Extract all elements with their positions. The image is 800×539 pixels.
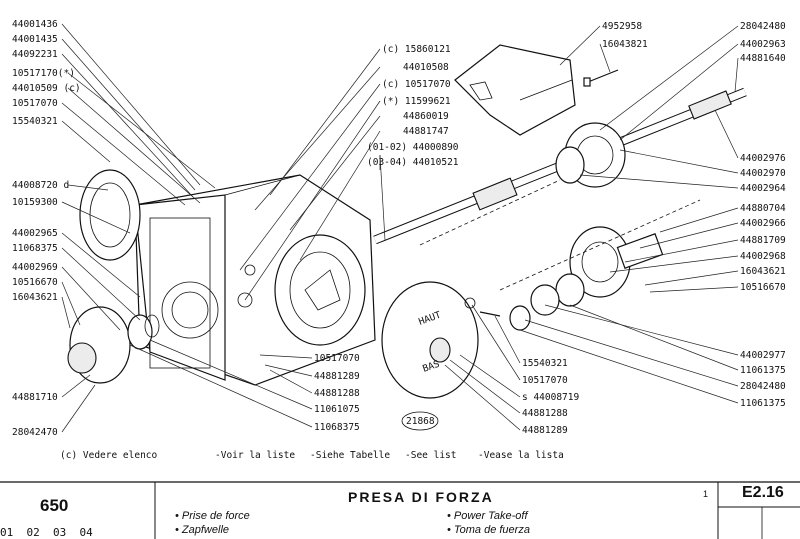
right-output-flange — [509, 226, 664, 331]
subtitle-de: • Zapfwelle — [175, 524, 229, 536]
part-number-label: 28042480 — [740, 381, 786, 392]
part-number-label: 15540321 — [522, 358, 568, 369]
subtitle-es: • Toma de fuerza — [447, 524, 530, 536]
part-number-label: 10159300 — [12, 197, 58, 208]
part-number-label: 15540321 — [12, 116, 58, 127]
part-number-label: 16043621 — [740, 266, 786, 277]
part-number-label: 11061375 — [740, 398, 786, 409]
version-list: 01 02 03 04 — [0, 526, 93, 539]
round-cover-plate: HAUT BAS — [381, 281, 479, 399]
part-number-label: 10517170(*) — [12, 68, 75, 79]
labels-left: 44001436 44001435 44092231 10517170(*) 4… — [12, 19, 81, 438]
part-number-label: 10516670 — [740, 282, 786, 293]
part-number-label: 44010509 (c) — [12, 83, 81, 94]
subtitle-en: • Power Take-off — [447, 510, 528, 522]
cover-plate-washers — [464, 297, 501, 317]
rear-cover-plate — [79, 169, 141, 261]
legend-en: -See list — [405, 450, 456, 461]
left-output-flange — [67, 306, 160, 384]
title-block: 650 01 02 03 04 PRESA DI FORZA • Prise d… — [0, 482, 800, 539]
figure-reference: 21868 — [401, 411, 439, 431]
part-number-label: 11068375 — [12, 243, 58, 254]
part-number-label: 44881289 — [522, 425, 568, 436]
upper-bearing-ring — [555, 122, 626, 188]
part-number-label: 10517070 — [314, 353, 360, 364]
part-number-label: 28042480 — [740, 21, 786, 32]
part-number-label: 10517070 — [522, 375, 568, 386]
part-number-label: 44881288 — [314, 388, 360, 399]
labels-bottom-center: 10517070 44881289 44881288 11061075 1106… — [314, 353, 360, 433]
labels-top: 4952958 16043821 — [602, 21, 648, 50]
part-number-label: 44001435 — [12, 34, 58, 45]
part-number-label: 44880704 — [740, 203, 786, 214]
labels-right: 44002976 44002970 44002964 44880704 4400… — [740, 153, 786, 293]
labels-right-bottom: 44002977 11061375 28042480 11061375 — [740, 350, 786, 409]
top-cover — [454, 44, 576, 136]
title-block-frame — [0, 481, 800, 539]
subtitle-de-text: Zapfwelle — [181, 524, 229, 536]
subtitle-fr: • Prise de force — [175, 510, 250, 522]
part-number-label: 44002969 — [12, 262, 58, 273]
part-number-label: 44881709 — [740, 235, 786, 246]
subtitle-en-text: Power Take-off — [453, 510, 528, 522]
pto-housing — [134, 174, 376, 386]
part-number-label: 44881710 — [12, 392, 58, 403]
figure-number: 21868 — [406, 416, 435, 427]
legend-line: (c) Vedere elenco -Voir la liste -Siehe … — [60, 450, 564, 461]
legend-es: -Vease la lista — [478, 450, 564, 461]
part-number-label: 44860019 — [403, 111, 449, 122]
part-number-label: (01-02) 44000890 — [367, 142, 459, 153]
labels-center: (c) 15860121 44010508 (c) 10517070 (*) 1… — [367, 44, 459, 168]
legend-it: (c) Vedere elenco — [60, 450, 158, 461]
part-number-label: 44002976 — [740, 153, 786, 164]
part-number-label: 44010508 — [403, 62, 449, 73]
subtitle-fr-text: Prise de force — [181, 510, 250, 522]
part-number-label: 44002963 — [740, 39, 786, 50]
part-number-label: s 44008719 — [522, 392, 579, 403]
part-number-label: (03-04) 44010521 — [367, 157, 459, 168]
part-number-label: 44002965 — [12, 228, 58, 239]
page-marker: 1 — [703, 489, 709, 499]
part-number-label: 44881288 — [522, 408, 568, 419]
part-number-label: 16043821 — [602, 39, 648, 50]
subtitle-es-text: Toma de fuerza — [453, 524, 530, 536]
legend-fr: -Voir la liste — [215, 450, 295, 461]
part-number-label: 4952958 — [602, 21, 642, 32]
part-number-label: 44881640 — [740, 53, 786, 64]
part-number-label: 28042470 — [12, 427, 58, 438]
part-number-label: (c) 10517070 — [382, 79, 451, 90]
top-cover-bolt — [583, 69, 619, 87]
part-number-label: 11068375 — [314, 422, 360, 433]
part-number-label: (*) 11599621 — [382, 96, 451, 107]
model-number: 650 — [40, 496, 69, 515]
leader-lines — [61, 23, 739, 433]
part-number-label: 44092231 — [12, 49, 58, 60]
part-number-label: 10516670 — [12, 277, 58, 288]
part-number-label: 10517070 — [12, 98, 58, 109]
part-number-label: 44008720 d — [12, 180, 69, 191]
part-number-label: 44001436 — [12, 19, 58, 30]
part-number-label: (c) 15860121 — [382, 44, 451, 55]
labels-right-top: 28042480 44002963 44881640 — [740, 21, 786, 64]
part-number-label: 16043621 — [12, 292, 58, 303]
part-number-label: 44002966 — [740, 218, 786, 229]
part-number-label: 44002964 — [740, 183, 786, 194]
part-number-label: 44002968 — [740, 251, 786, 262]
legend-de: -Siehe Tabelle — [310, 450, 390, 461]
part-number-label: 44881289 — [314, 371, 360, 382]
part-number-label: 11061075 — [314, 404, 360, 415]
part-number-label: 44881747 — [403, 126, 449, 137]
part-number-label: 44002977 — [740, 350, 786, 361]
labels-bottom-mid: 15540321 10517070 s 44008719 44881288 44… — [522, 358, 579, 436]
assembly-lines — [419, 179, 701, 291]
part-number-label: 44002970 — [740, 168, 786, 179]
page-title: PRESA DI FORZA — [348, 489, 494, 505]
part-number-label: 11061375 — [740, 365, 786, 376]
page-code: E2.16 — [742, 484, 784, 501]
